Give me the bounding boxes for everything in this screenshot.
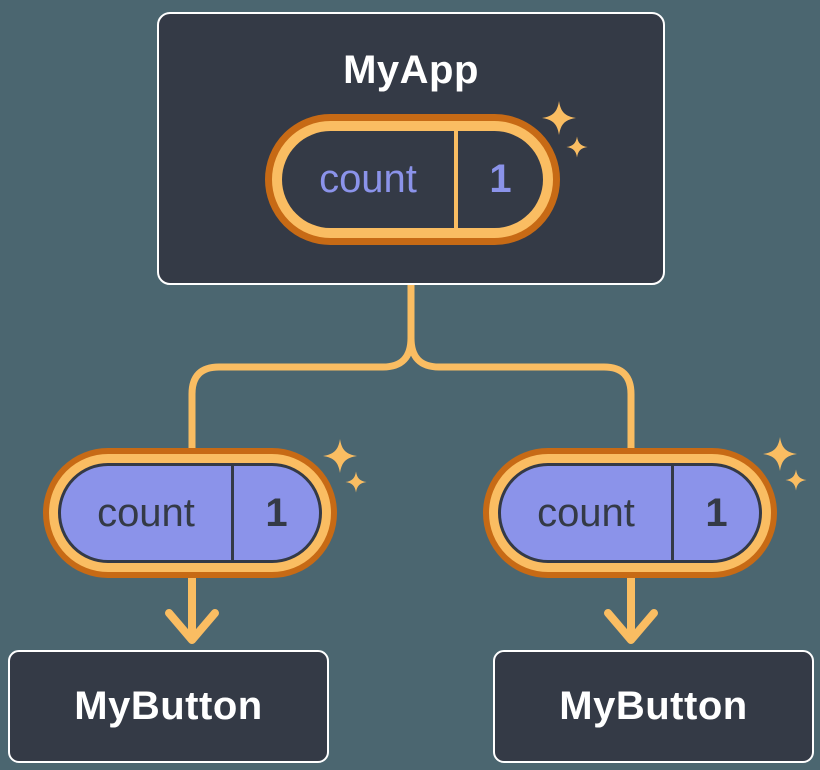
prop-pill-divider	[671, 466, 674, 560]
prop-pill-divider	[231, 466, 234, 560]
mybutton-component-card-left: MyButton	[8, 650, 329, 763]
branch-left-connector	[188, 281, 415, 454]
state-pill-divider	[454, 131, 458, 228]
sparkle-icon	[763, 437, 797, 471]
mybutton-component-card-right: MyButton	[493, 650, 814, 763]
sparkle-icon	[785, 469, 807, 491]
prop-pill-right: count 1	[483, 448, 777, 578]
state-pill-core: count 1	[282, 131, 543, 228]
mybutton-title: MyButton	[74, 684, 263, 728]
sparkle-icon	[323, 439, 357, 473]
mybutton-title: MyButton	[559, 684, 748, 728]
myapp-title: MyApp	[343, 48, 479, 92]
prop-value-label: 1	[265, 490, 288, 535]
prop-value-label: 1	[705, 490, 728, 535]
prop-pill-left-core: count 1	[58, 463, 322, 563]
arrow-right-head	[604, 609, 658, 644]
state-pill: count 1	[265, 114, 560, 245]
prop-name-label: count	[97, 490, 195, 535]
arrow-left-head	[165, 609, 219, 644]
branch-right-connector	[407, 281, 635, 454]
state-value-label: 1	[489, 157, 512, 201]
prop-pill-left: count 1	[43, 448, 337, 578]
prop-name-label: count	[537, 490, 635, 535]
sparkle-icon	[345, 471, 367, 493]
prop-pill-right-core: count 1	[498, 463, 762, 563]
myapp-component-card: MyApp count 1	[157, 12, 665, 285]
state-name-label: count	[319, 157, 417, 201]
